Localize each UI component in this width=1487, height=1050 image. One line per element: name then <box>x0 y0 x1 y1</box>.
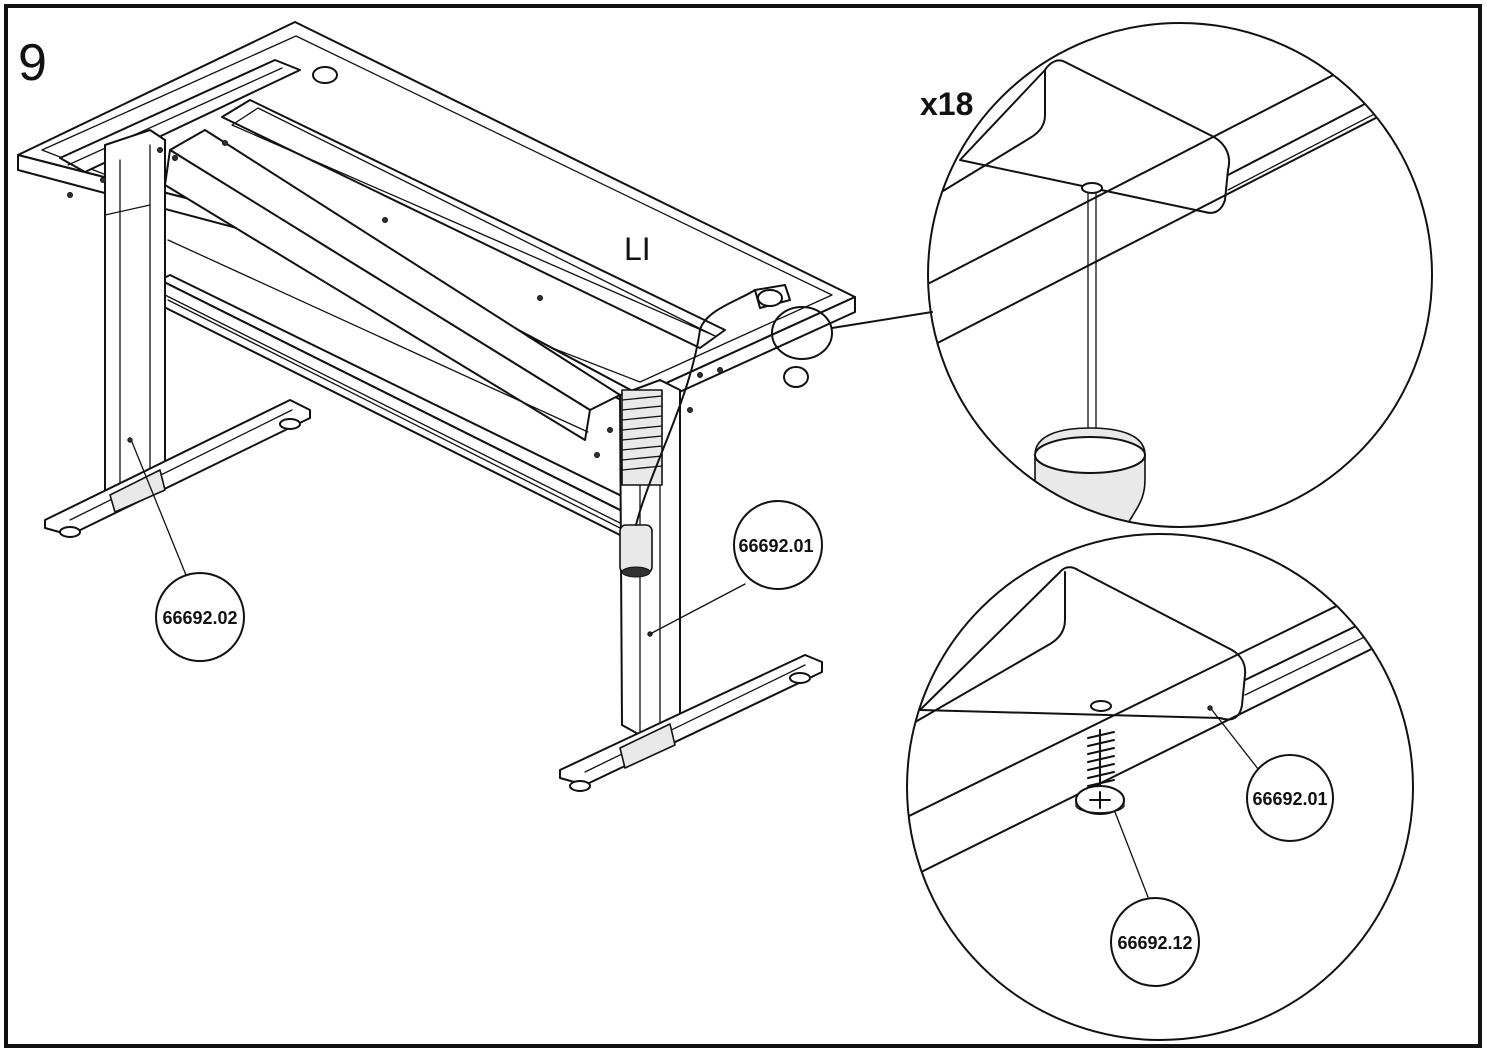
screw-head-cross-icon <box>1089 791 1111 809</box>
motor-cable <box>635 289 756 526</box>
leg-right-callout <box>733 500 823 590</box>
detail-top-frame-edge-2 <box>928 84 1432 353</box>
detail-top-bracket <box>959 59 1230 214</box>
screw-callout <box>1110 897 1200 987</box>
detail-top-frame-edge-4 <box>1227 79 1432 191</box>
zoom-target-circle <box>771 306 833 360</box>
motor-housing <box>619 524 653 574</box>
detail-before-circle <box>927 22 1433 528</box>
left-leg-joint <box>104 204 151 216</box>
step-number: 9 <box>18 34 47 92</box>
left-leg-marker-dot <box>127 437 133 443</box>
top-bracket-right <box>757 289 783 307</box>
lower-beam-groove <box>164 294 631 529</box>
front-panel-line <box>167 239 589 433</box>
left-foot-pad-front <box>59 526 81 538</box>
detail-after-illustration <box>907 564 1413 881</box>
detail-bottom-frame-edge-4 <box>1244 609 1413 696</box>
lower-beam-groove-2 <box>167 299 629 533</box>
detail-frame-marker-dot <box>1207 705 1213 711</box>
detail-top-hole <box>1081 182 1103 194</box>
side-marker-label: LI <box>624 231 651 267</box>
detail-frame-callout <box>1246 754 1334 842</box>
leg-right-part-number: 66692.01 <box>738 536 813 556</box>
page-border <box>4 4 1482 1048</box>
screw-head-side <box>1075 799 1125 814</box>
detail-top-screw-cap <box>1034 436 1146 474</box>
detail-bottom-frame-edge <box>907 564 1413 819</box>
right-foot-pad-back <box>789 672 811 684</box>
crossbar-rail-1-detail <box>231 107 716 337</box>
desk-frame-illustration <box>17 21 933 792</box>
leg-left-part-number: 66692.02 <box>162 608 237 628</box>
top-bracket-left <box>312 66 338 84</box>
detail-top-frame-edge-3 <box>1227 64 1432 176</box>
detail-bottom-frame-edge-2 <box>907 624 1413 881</box>
screw-thread <box>1087 731 1115 787</box>
detail-before-illustration <box>928 23 1432 527</box>
screw-leader <box>1114 811 1149 898</box>
screw-part-number: 66692.12 <box>1117 933 1192 953</box>
small-detail-circle <box>783 366 809 388</box>
detail-after-circle <box>906 533 1414 1041</box>
right-foot-bracket <box>619 723 676 769</box>
detail-top-bracket-inner <box>928 69 1046 206</box>
detail-bottom-bracket <box>919 566 1247 721</box>
detail-bottom-bracket-inner <box>909 571 1066 726</box>
left-foot-pad-back <box>279 418 301 430</box>
motor-base <box>621 566 651 578</box>
quantity-label: x18 <box>920 86 973 122</box>
left-foot-bracket <box>109 469 166 513</box>
leg-left-callout <box>155 572 245 662</box>
left-leg-column <box>104 129 166 501</box>
leg-left-leader <box>131 441 189 581</box>
front-panel <box>164 149 591 441</box>
zoom-link-line <box>831 311 933 329</box>
underside-screw-holes <box>67 140 723 458</box>
left-support-rail-line <box>67 67 283 166</box>
screw <box>1075 729 1125 815</box>
right-foot-groove <box>584 664 806 773</box>
left-foot-groove <box>69 409 293 521</box>
detail-frame-leader <box>1211 709 1263 775</box>
detail-top-frame-edge <box>928 23 1432 289</box>
detail-frame-part-number: 66692.01 <box>1252 789 1327 809</box>
detail-bottom-hole <box>1090 700 1112 712</box>
right-foot-pad-front <box>569 780 591 792</box>
leg-right-leader <box>649 583 746 635</box>
